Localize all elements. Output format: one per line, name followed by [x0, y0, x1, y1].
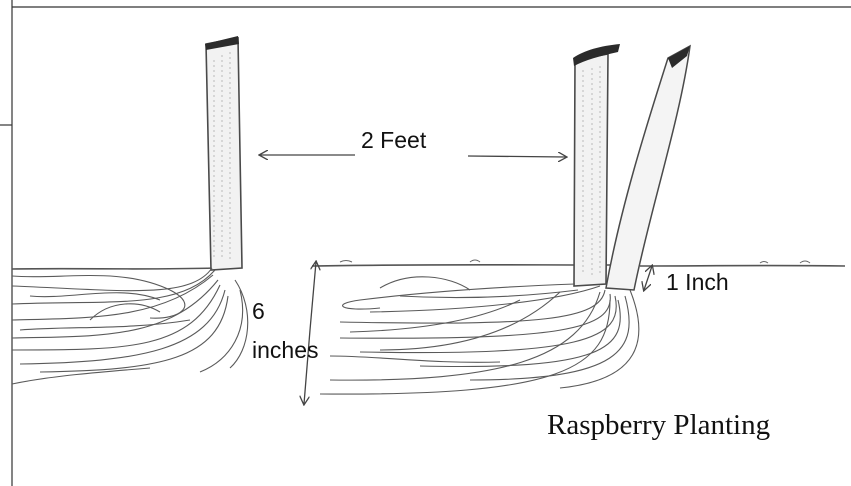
spacing-arrow-right: [468, 156, 566, 157]
shoot-offset-label: 1 Inch: [666, 269, 729, 295]
depth-arrow: [304, 262, 316, 404]
depth-unit-label: inches: [252, 337, 318, 363]
left-cane: [205, 36, 242, 270]
depth-number-label: 6: [252, 298, 265, 324]
spacing-label: 2 Feet: [361, 127, 426, 153]
shoot-offset-arrow: [644, 266, 652, 290]
left-roots: [12, 268, 248, 384]
right-roots: [320, 277, 639, 394]
new-shoot: [606, 46, 690, 290]
diagram-title: Raspberry Planting: [547, 409, 770, 442]
